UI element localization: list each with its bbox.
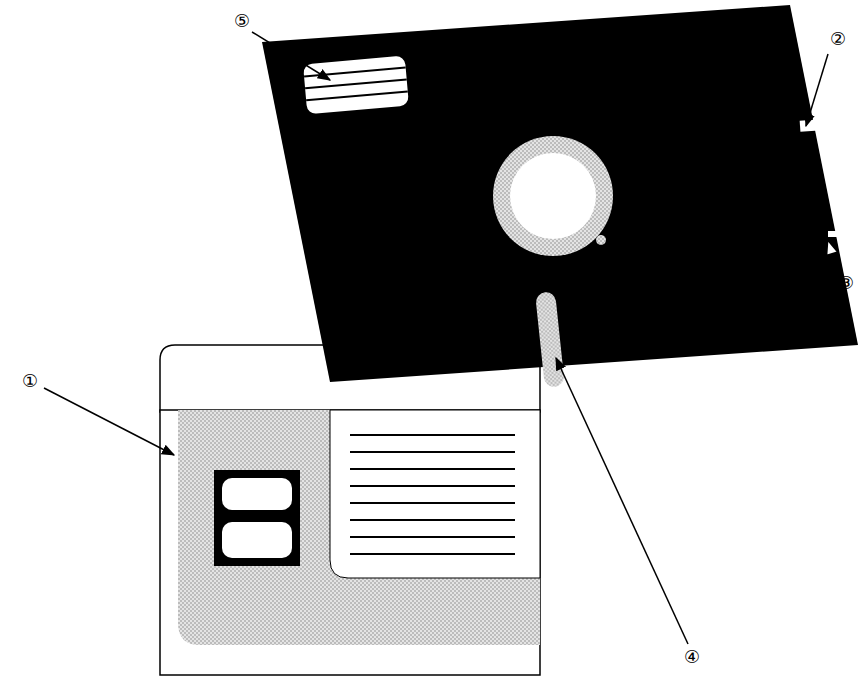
disk-jacket [262, 5, 858, 388]
leader-lines [44, 32, 838, 644]
callout-number: ⑤ [234, 12, 250, 30]
callout-number: ④ [684, 648, 700, 666]
callout-number: ③ [838, 274, 854, 292]
sleeve-front [160, 410, 540, 675]
callout-number: ② [830, 30, 846, 48]
callout-number: ① [22, 372, 38, 390]
